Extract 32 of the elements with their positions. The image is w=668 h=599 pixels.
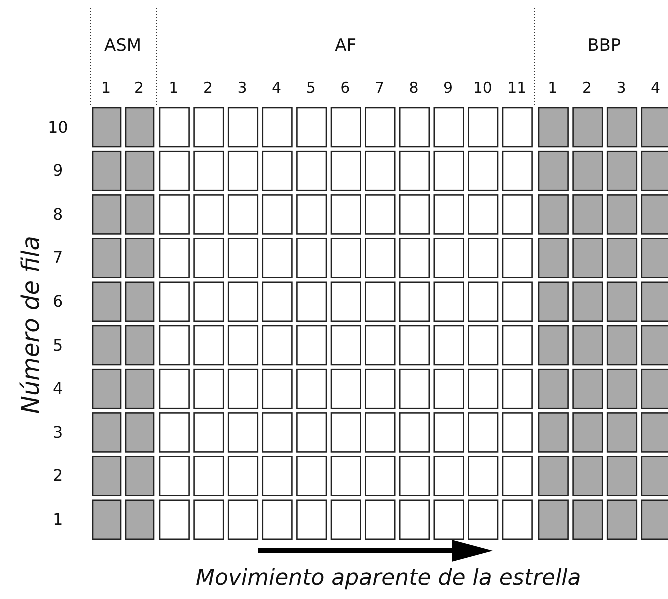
column-number: 11 (508, 80, 527, 96)
column-number: 8 (409, 80, 419, 96)
column-number: 4 (651, 80, 661, 96)
group-heading: ASM (104, 38, 142, 54)
column-number: 9 (444, 80, 454, 96)
row-number: 1 (53, 512, 64, 528)
column-number: 1 (102, 80, 112, 96)
group-heading: BBP (588, 38, 622, 54)
row-number: 2 (53, 468, 64, 484)
column-number: 3 (238, 80, 248, 96)
column-number: 6 (340, 80, 350, 96)
row-number: 8 (53, 206, 64, 223)
column-number: 1 (169, 80, 179, 96)
column-number: 2 (582, 80, 592, 96)
row-number: 3 (53, 424, 64, 441)
column-number: 3 (616, 80, 626, 96)
column-number: 4 (272, 80, 282, 96)
axis-title: Número de fila (18, 236, 42, 414)
column-number: 1 (548, 80, 558, 96)
column-number: 10 (473, 80, 492, 96)
column-number: 7 (374, 80, 384, 96)
row-number: 5 (53, 338, 64, 354)
row-number: 9 (53, 163, 64, 180)
column-number: 5 (306, 80, 316, 96)
column-number: 2 (203, 80, 213, 96)
axis-title: Movimiento aparente de la estrella (196, 568, 582, 590)
row-number: 7 (53, 250, 64, 266)
group-heading: AF (335, 38, 357, 54)
column-number: 2 (134, 80, 144, 96)
row-number: 4 (53, 381, 64, 398)
row-number: 10 (48, 120, 68, 136)
row-number: 6 (53, 294, 64, 310)
